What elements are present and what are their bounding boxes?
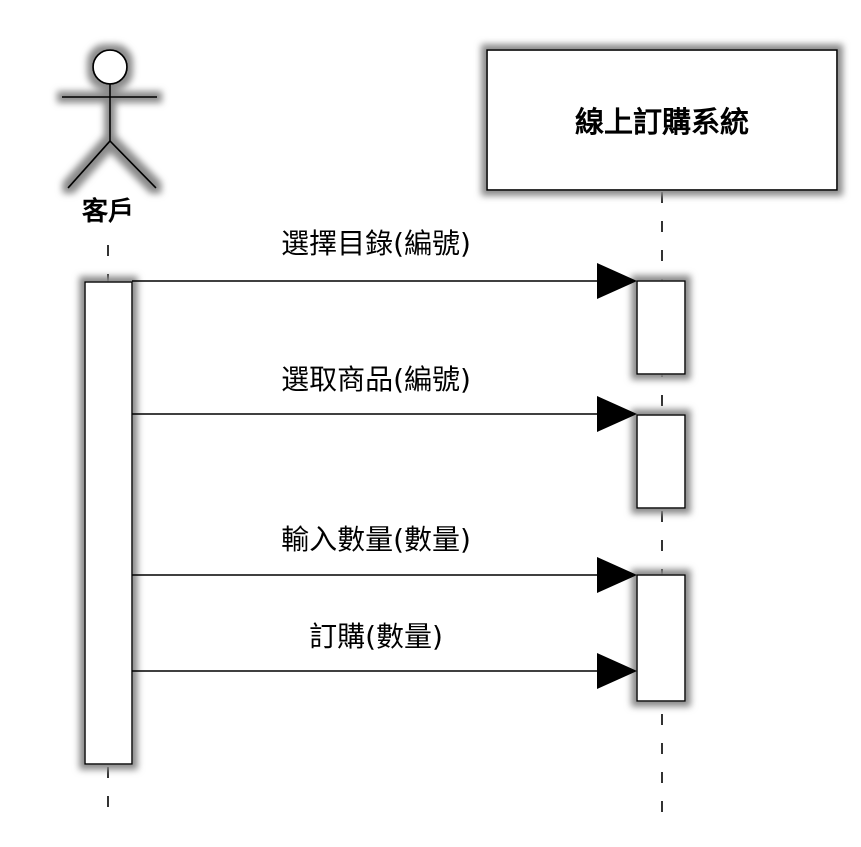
system-activation-bar — [636, 574, 686, 702]
system-activation-bar — [636, 280, 686, 375]
message: 選取商品(編號) — [132, 363, 637, 432]
system-activation-bar — [636, 414, 686, 509]
arrowhead-icon — [597, 653, 637, 689]
message: 輸入數量(數量) — [132, 523, 637, 593]
message-label: 訂購(數量) — [309, 620, 443, 653]
arrowhead-icon — [597, 263, 637, 299]
message: 訂購(數量) — [132, 620, 637, 689]
message-label: 選擇目錄(編號) — [281, 227, 471, 260]
system-label: 線上訂購系統 — [575, 105, 749, 139]
actor-label: 客戶 — [82, 196, 134, 227]
message: 選擇目錄(編號) — [132, 227, 637, 299]
arrowhead-icon — [597, 396, 637, 432]
actor: 客戶 — [62, 49, 157, 227]
message-label: 輸入數量(數量) — [281, 523, 471, 556]
stick-figure-icon — [62, 49, 157, 189]
arrowhead-icon — [597, 557, 637, 593]
message-label: 選取商品(編號) — [281, 363, 471, 396]
system-box: 線上訂購系統 — [486, 49, 838, 191]
actor-activation-bar — [84, 281, 133, 765]
